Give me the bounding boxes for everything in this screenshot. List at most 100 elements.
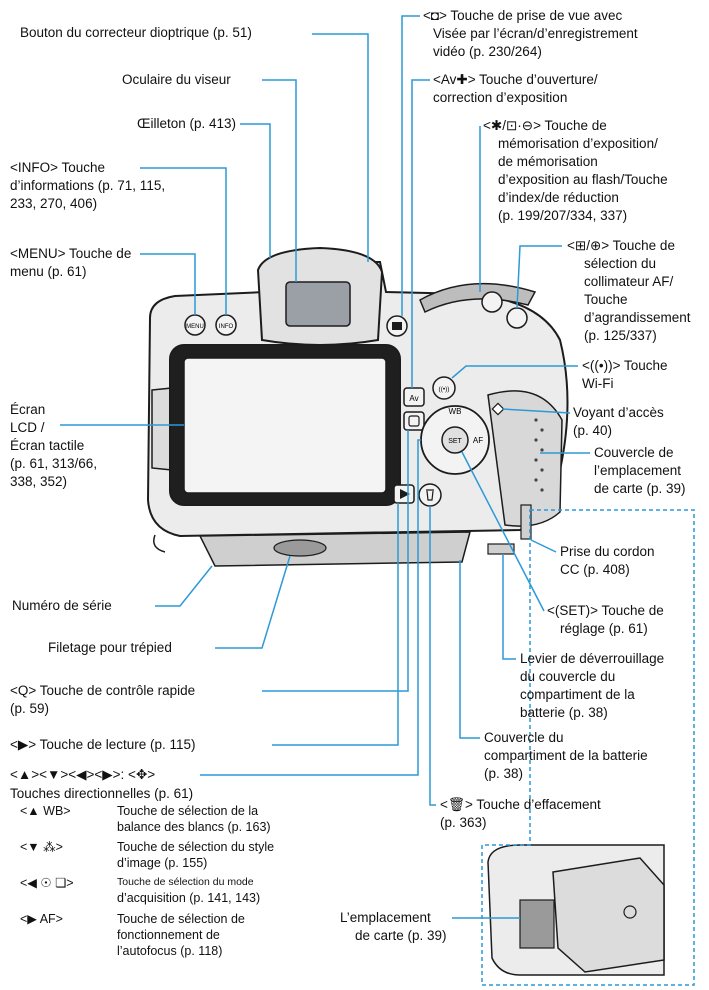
- label-dc-1: Prise du cordon: [560, 544, 655, 559]
- bottom-plate: [198, 531, 471, 567]
- label-eyecup: Œilleton (p. 413): [137, 116, 237, 131]
- label-battery-2: compartiment de la batterie: [484, 748, 648, 763]
- mode-dial: [419, 282, 537, 314]
- label-lcd-4: (p. 61, 313/66,: [10, 456, 98, 471]
- leader-tripod: [215, 555, 291, 649]
- af-desc-2: fonctionnement de: [117, 928, 220, 942]
- label-arrows-1: <▲><▼><◀><▶>: <✥>: [10, 767, 156, 782]
- label-quick-2: (p. 59): [10, 701, 50, 716]
- af-desc-1: Touche de sélection de: [117, 912, 245, 926]
- label-dioptric: Bouton du correcteur dioptrique (p. 51): [20, 25, 252, 40]
- label-menu-1: <MENU> Touche de: [10, 246, 132, 261]
- drive-key: <◀ ☉ ❏>: [20, 876, 74, 890]
- wifi-button[interactable]: [432, 376, 456, 400]
- av-button[interactable]: [403, 387, 425, 407]
- label-set-2: réglage (p. 61): [560, 621, 648, 636]
- label-card-cover-2: l’emplacement: [594, 463, 682, 478]
- wb-desc-1: Touche de sélection de la: [117, 804, 259, 818]
- leader-info: [140, 167, 227, 315]
- card-slot-opening: [519, 899, 555, 949]
- label-lcd-5: 338, 352): [10, 474, 68, 489]
- set-button[interactable]: [441, 426, 469, 454]
- leader-battery: [459, 560, 480, 739]
- leader-set: [461, 451, 545, 612]
- leader-serial: [155, 565, 213, 607]
- wifi-button-text: ((•)): [439, 386, 450, 393]
- leader-dc: [530, 539, 557, 553]
- label-af-point-5: d’agrandissement: [584, 310, 691, 325]
- card-plus-icon: [623, 905, 637, 919]
- label-set-1: <(SET)> Touche de: [547, 603, 664, 618]
- label-access-1: Voyant d’accès: [573, 405, 664, 420]
- leader-quick: [262, 430, 409, 692]
- ps-desc-1: Touche de sélection du style: [117, 840, 275, 854]
- af-key: <▶ AF>: [20, 912, 63, 926]
- leader-playback: [272, 503, 399, 746]
- label-lcd-1: Écran: [10, 402, 46, 417]
- label-tripod: Filetage pour trépied: [48, 640, 172, 655]
- leader-eyepiece: [262, 79, 297, 282]
- label-serial: Numéro de série: [12, 598, 112, 613]
- label-info-2: d’informations (p. 71, 115,: [10, 178, 166, 193]
- label-wifi-1: <((•))> Touche: [582, 358, 668, 373]
- label-lcd-3: Écran tactile: [10, 438, 85, 453]
- av-button-text: Av: [409, 394, 418, 403]
- info-button-text: INFO: [219, 324, 234, 330]
- af-cross-label: AF: [473, 436, 483, 445]
- label-menu-2: menu (p. 61): [10, 264, 87, 279]
- label-card-slot-2: de carte (p. 39): [355, 928, 447, 943]
- label-liveview-1: <◘> Touche de prise de vue avec: [423, 8, 623, 23]
- ps-key: <▼ ⁂>: [20, 840, 63, 854]
- leader-dioptric: [312, 33, 369, 262]
- label-af-point-2: sélection du: [584, 256, 657, 271]
- battery-lever[interactable]: [487, 543, 515, 555]
- label-arrows-2: Touches directionnelles (p. 61): [10, 786, 194, 801]
- inset-callout-box: [481, 509, 695, 986]
- label-battery-3: (p. 38): [484, 766, 524, 781]
- label-card-slot-1: L’emplacement: [340, 910, 431, 925]
- strap-lug: [153, 534, 166, 553]
- drive-desc-2: d’acquisition (p. 141, 143): [117, 891, 261, 905]
- leader-arrows: [200, 439, 421, 776]
- label-liveview-3: vidéo (p. 230/264): [433, 44, 542, 59]
- label-lever-2: du couvercle du: [520, 669, 616, 684]
- label-ae-lock-5: d’index/de réduction: [498, 190, 619, 205]
- label-lcd-2: LCD /: [10, 420, 45, 435]
- label-battery-1: Couvercle du: [484, 730, 564, 745]
- label-lever-3: compartiment de la: [520, 687, 635, 702]
- leader-erase: [429, 506, 436, 806]
- leader-menu: [140, 253, 196, 315]
- dc-terminal: [520, 504, 532, 540]
- liveview-icon: [392, 322, 402, 330]
- label-lever-1: Levier de déverrouillage: [520, 651, 665, 666]
- label-aperture-2: correction d’exposition: [433, 90, 568, 105]
- label-lever-4: batterie (p. 38): [520, 705, 608, 720]
- ps-desc-2: d’image (p. 155): [117, 856, 208, 870]
- label-ae-lock-4: d’exposition au flash/Touche: [498, 172, 668, 187]
- label-ae-lock-6: (p. 199/207/334, 337): [498, 208, 628, 223]
- leader-access: [501, 408, 571, 414]
- viewfinder-eyepiece: [285, 281, 351, 327]
- leader-aperture: [411, 79, 430, 388]
- label-af-point-3: collimateur AF/: [584, 274, 674, 289]
- quick-control-icon: [408, 415, 420, 427]
- trash-icon: [426, 489, 434, 501]
- access-lamp: [491, 402, 505, 416]
- ae-lock-button[interactable]: [481, 291, 503, 313]
- label-info-1: <INFO> Touche: [10, 160, 106, 175]
- wb-key: <▲ WB>: [20, 804, 71, 818]
- label-af-point-1: <⊞/⊕> Touche de: [567, 238, 675, 253]
- leader-wifi: [451, 365, 578, 379]
- tripod-socket: [273, 539, 327, 557]
- label-erase-1: <🗑> Touche d’effacement: [440, 797, 601, 812]
- label-liveview-2: Visée par l’écran/d’enregistrement: [433, 26, 638, 41]
- label-card-cover-3: de carte (p. 39): [594, 481, 686, 496]
- label-aperture-1: <Av✚> Touche d’ouverture/: [433, 72, 598, 87]
- label-wifi-2: Wi-Fi: [582, 376, 614, 391]
- leader-liveview: [401, 15, 420, 316]
- leader-eyecup: [240, 123, 271, 258]
- wb-desc-2: balance des blancs (p. 163): [117, 820, 271, 834]
- label-erase-2: (p. 363): [440, 815, 487, 830]
